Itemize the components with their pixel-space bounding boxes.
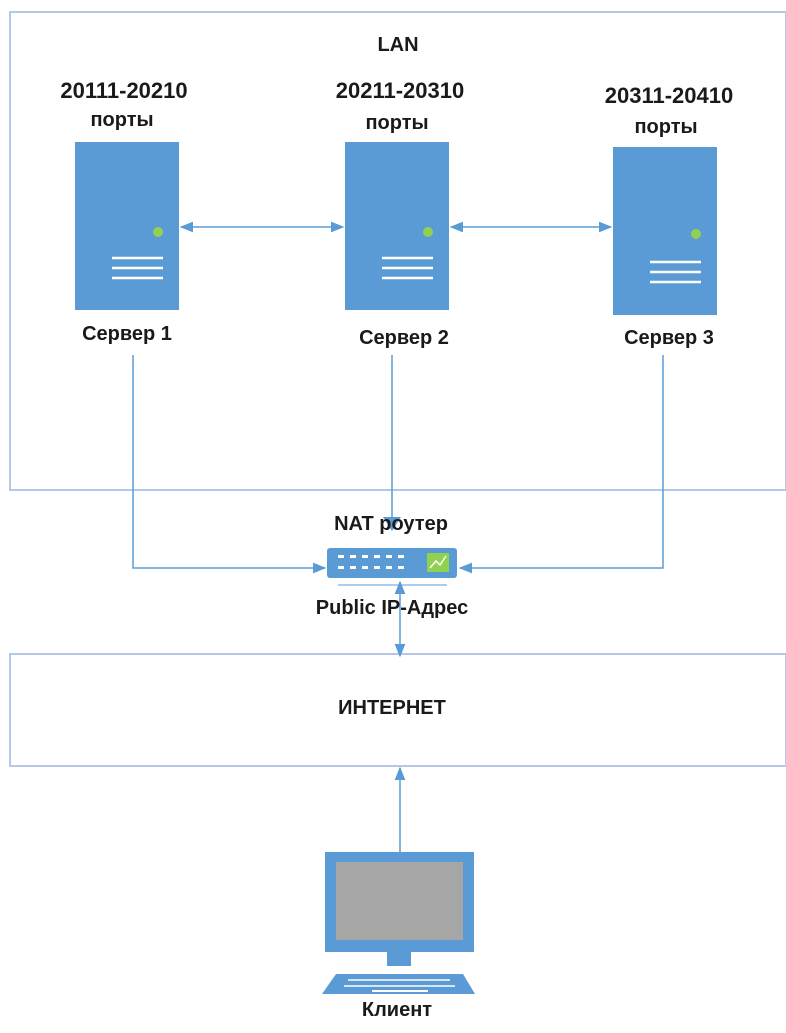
server-2-name: Сервер 2 <box>359 327 449 349</box>
server-1-ports-unit: порты <box>90 109 154 131</box>
link-server1-router <box>132 355 327 574</box>
lan-label: LAN <box>377 34 419 56</box>
router-address: Public IP-Адрес <box>315 597 469 619</box>
router-icon <box>327 548 457 586</box>
link-server3-router <box>458 355 664 574</box>
lan-boundary <box>9 11 786 491</box>
client-computer-icon <box>322 852 475 994</box>
server-1-name: Сервер 1 <box>82 323 172 345</box>
server-3-ports-unit: порты <box>634 116 698 138</box>
server-2-ports-unit: порты <box>365 112 429 134</box>
server-3-ports: 20311-20410 <box>604 83 734 108</box>
server-2-icon <box>345 142 449 310</box>
router-title: NAT роутер <box>334 513 448 535</box>
client-label: Клиент <box>361 999 433 1021</box>
server-2-ports: 20211-20310 <box>335 78 465 103</box>
server-1-icon <box>75 142 179 310</box>
internet-label: ИНТЕРНЕТ <box>338 697 446 719</box>
server-3-icon <box>613 147 717 315</box>
server2-router-arrowhead <box>383 517 401 531</box>
server-3-name: Сервер 3 <box>624 327 714 349</box>
server-1-ports: 20111-20210 <box>60 78 188 103</box>
